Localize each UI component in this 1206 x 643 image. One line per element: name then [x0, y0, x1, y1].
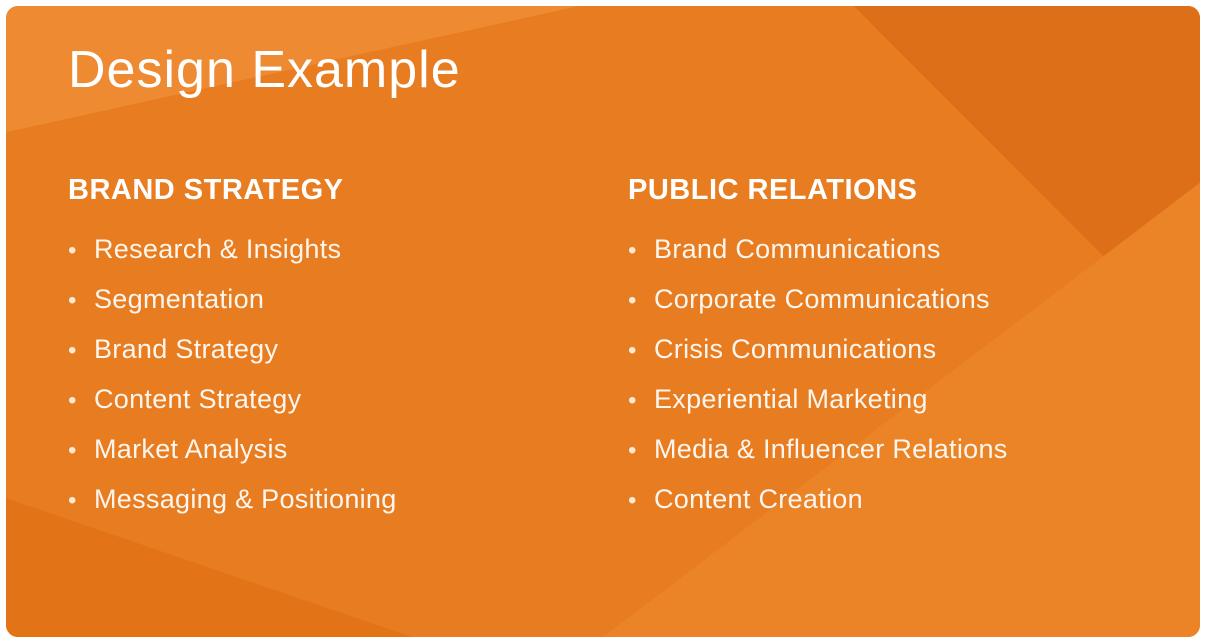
list-item-label: Messaging & Positioning	[94, 484, 397, 514]
list-item-label: Segmentation	[94, 284, 265, 314]
list-item-label: Content Strategy	[94, 384, 302, 414]
bullet-icon: •	[68, 437, 77, 464]
list-item: • Corporate Communications	[628, 275, 1048, 325]
list-item-label: Brand Strategy	[94, 334, 279, 364]
list-item: • Segmentation	[68, 275, 488, 325]
bullet-icon: •	[628, 387, 637, 414]
list-item: • Brand Strategy	[68, 325, 488, 375]
bullet-icon: •	[68, 387, 77, 414]
bullet-icon: •	[68, 287, 77, 314]
list-item: • Messaging & Positioning	[68, 475, 488, 525]
list-item-label: Market Analysis	[94, 434, 288, 464]
bullet-icon: •	[628, 337, 637, 364]
list-item-label: Content Creation	[654, 484, 863, 514]
list-item-label: Media & Influencer Relations	[654, 434, 1008, 464]
bullet-icon: •	[68, 337, 77, 364]
bullet-icon: •	[628, 437, 637, 464]
column-heading: PUBLIC RELATIONS	[628, 174, 918, 206]
column-heading: BRAND STRATEGY	[68, 174, 344, 206]
column-public-relations: PUBLIC RELATIONS • Brand Communications …	[628, 174, 1048, 525]
bullet-icon: •	[628, 287, 637, 314]
bullet-icon: •	[628, 237, 637, 264]
list-item-label: Crisis Communications	[654, 334, 937, 364]
slide-content: Design Example BRAND STRATEGY • Research…	[6, 6, 1200, 637]
list-item: • Content Creation	[628, 475, 1048, 525]
list-item: • Experiential Marketing	[628, 375, 1048, 425]
list-item: • Crisis Communications	[628, 325, 1048, 375]
bullet-icon: •	[628, 487, 637, 514]
slide: Design Example BRAND STRATEGY • Research…	[6, 6, 1200, 637]
list-item: • Brand Communications	[628, 225, 1048, 275]
columns-container: BRAND STRATEGY • Research & Insights • S…	[68, 174, 1048, 525]
item-list: • Brand Communications • Corporate Commu…	[628, 225, 1048, 525]
column-brand-strategy: BRAND STRATEGY • Research & Insights • S…	[68, 174, 488, 525]
slide-title: Design Example	[68, 41, 461, 99]
list-item-label: Corporate Communications	[654, 284, 990, 314]
list-item: • Content Strategy	[68, 375, 488, 425]
bullet-icon: •	[68, 237, 77, 264]
list-item-label: Research & Insights	[94, 234, 342, 264]
list-item: • Market Analysis	[68, 425, 488, 475]
list-item: • Research & Insights	[68, 225, 488, 275]
list-item: • Media & Influencer Relations	[628, 425, 1048, 475]
item-list: • Research & Insights • Segmentation • B…	[68, 225, 488, 525]
list-item-label: Brand Communications	[654, 234, 941, 264]
list-item-label: Experiential Marketing	[654, 384, 928, 414]
bullet-icon: •	[68, 487, 77, 514]
